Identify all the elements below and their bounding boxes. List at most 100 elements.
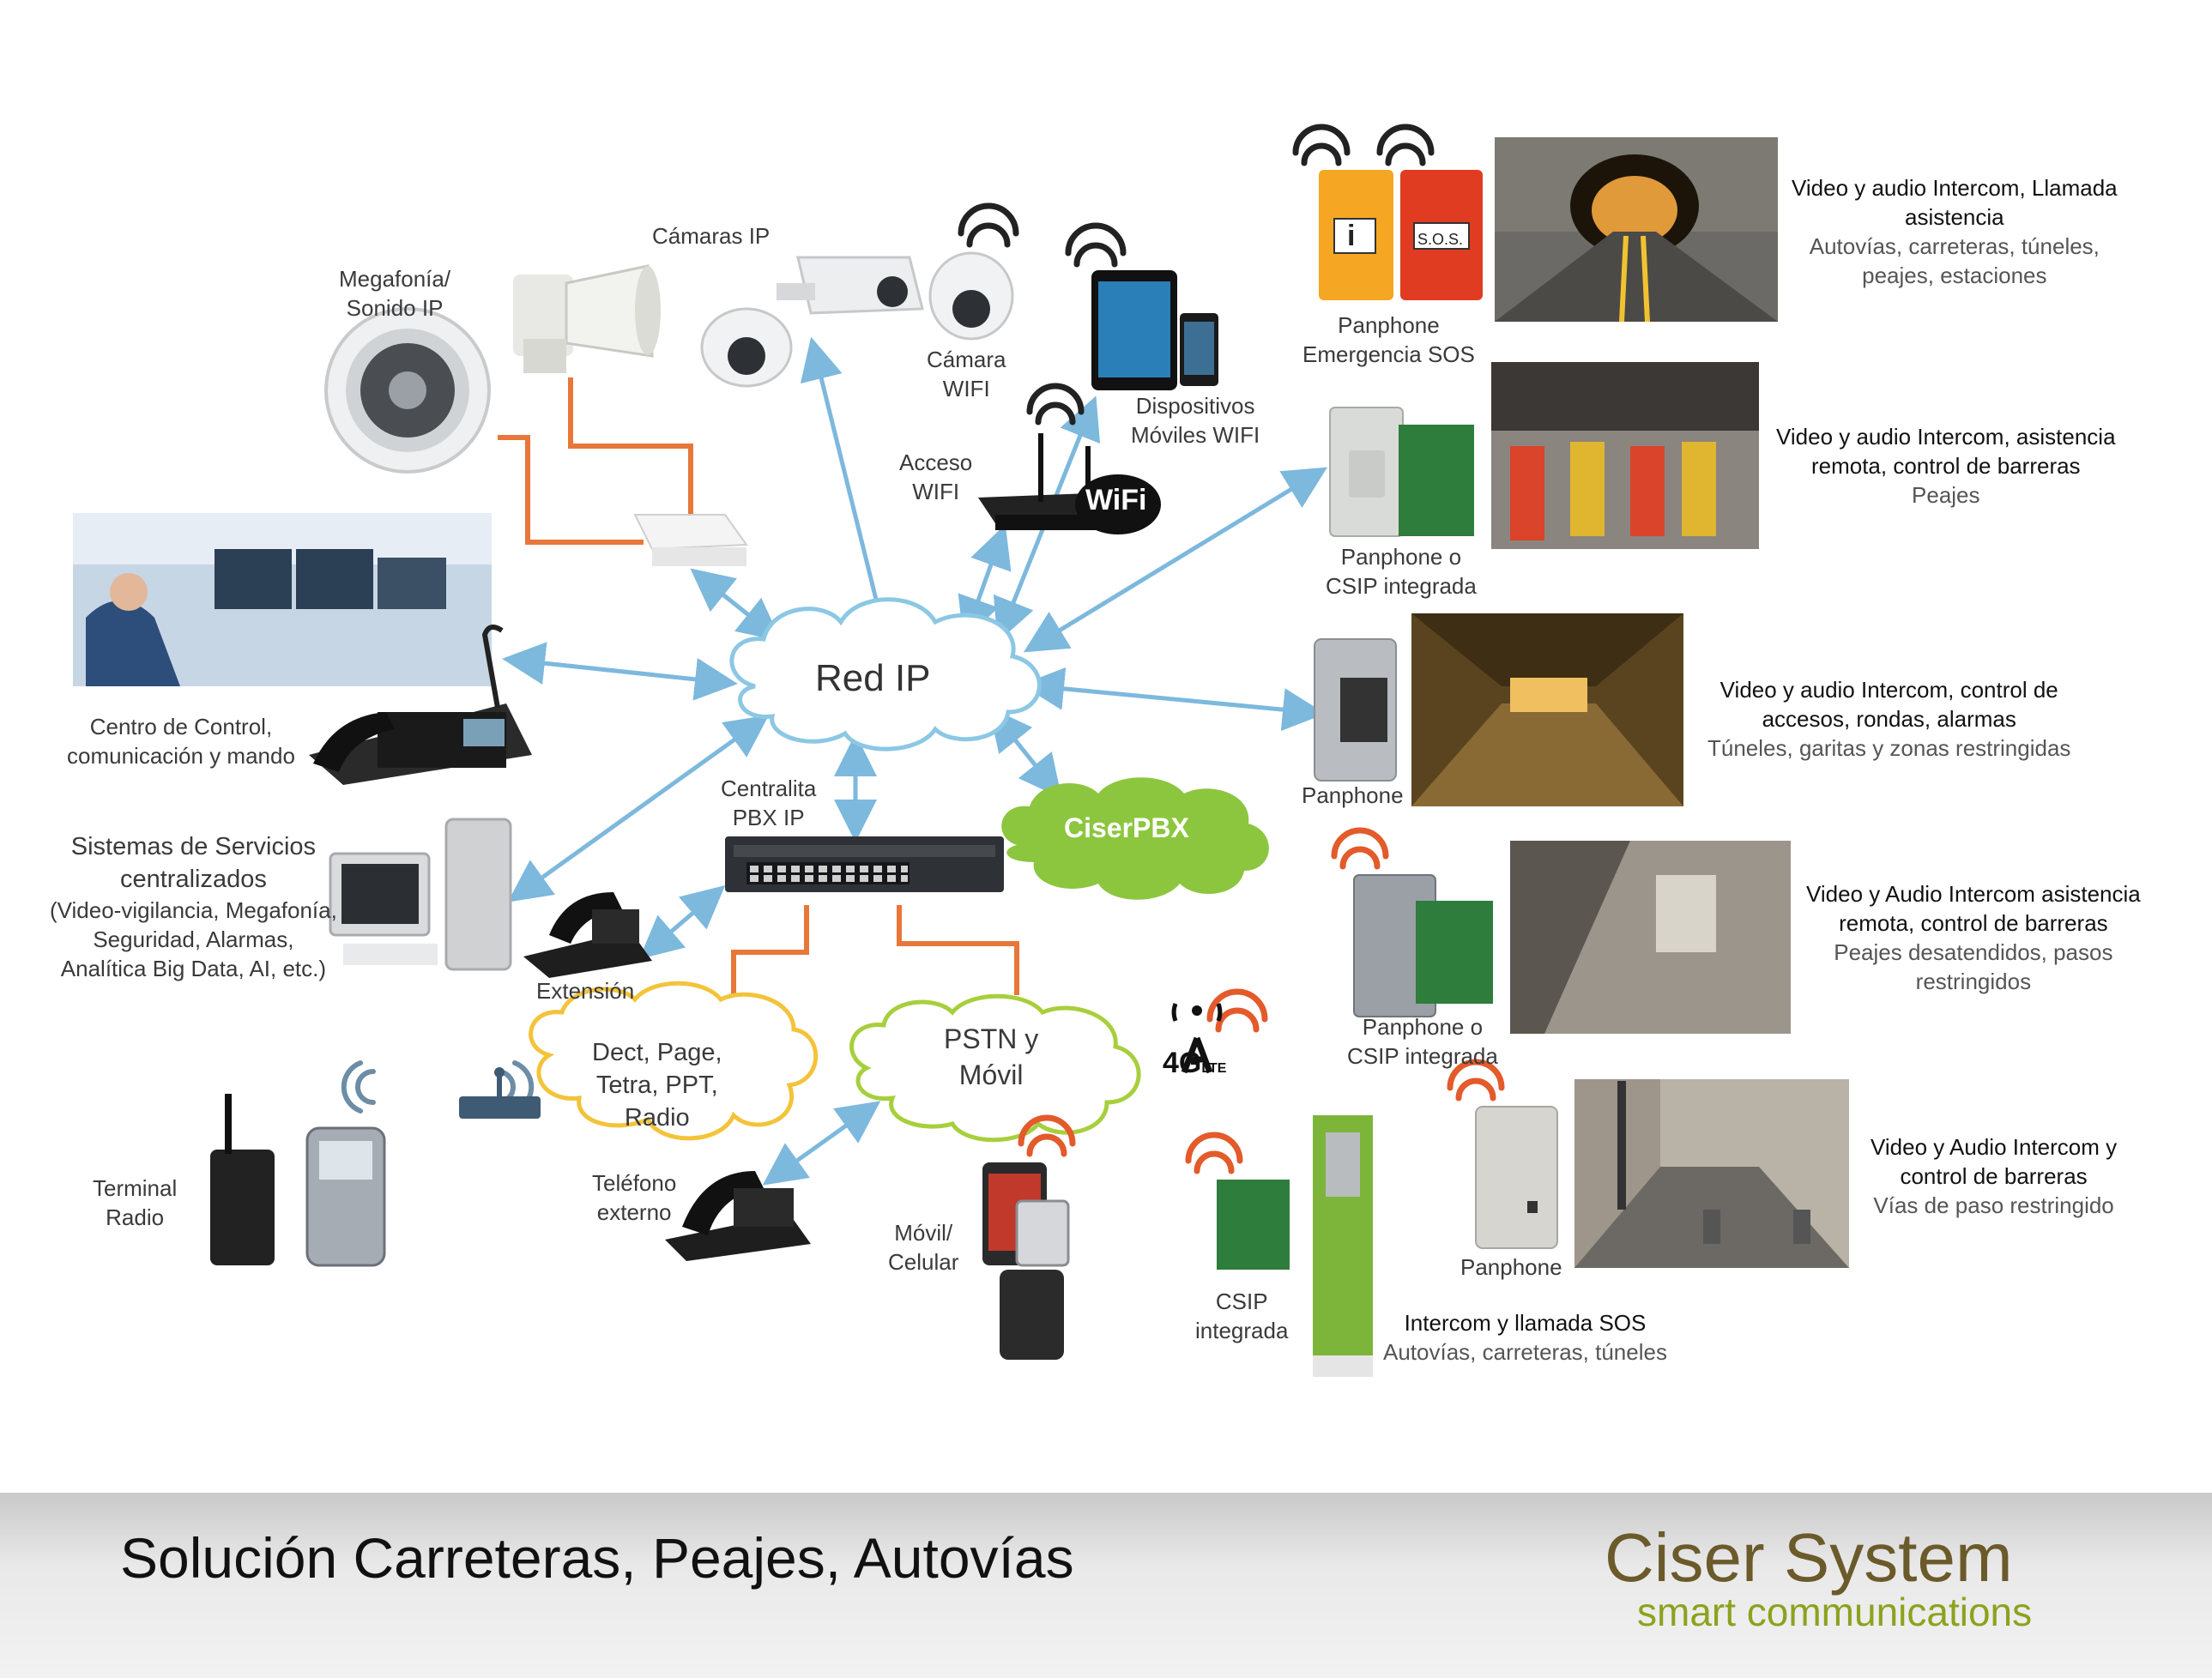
pstn-cloud — [849, 993, 1141, 1143]
brand-name: Ciser System — [1605, 1519, 2013, 1596]
lte-text: 4G — [1163, 1047, 1202, 1079]
panphone-image-3 — [1475, 1106, 1558, 1249]
tunnel-photo-2 — [1411, 613, 1683, 806]
external-phone-image — [665, 1171, 811, 1261]
sistemas-line-3: (Video-vigilancia, Megafonía, — [50, 897, 337, 923]
telefono-externo-line-1: Teléfono — [592, 1170, 677, 1196]
dect-line-1: Dect, Page, — [592, 1039, 722, 1066]
desc-4-title-1: Video y Audio Intercom asistencia — [1806, 881, 2141, 907]
wifi-signal-icons — [341, 124, 1505, 1174]
mobile-phones-image — [982, 1162, 1070, 1360]
dect-line-2: Tetra, PPT, — [595, 1071, 718, 1099]
panphone-label: Panphone — [1302, 782, 1404, 808]
sistemas-label: Sistemas de Servicios centralizados (Vid… — [50, 830, 337, 983]
telefono-externo-label: Teléfono externo — [592, 1168, 676, 1227]
panphone-csip-label-1: Panphone o CSIP integrada — [1326, 542, 1477, 601]
megafonia-line-2: Sonido IP — [346, 295, 444, 321]
panphone-csip1-line-2: CSIP integrada — [1326, 573, 1477, 599]
pstn-line-2: Móvil — [958, 1059, 1024, 1090]
arrow-camaras — [800, 336, 899, 648]
ip-cameras-image — [700, 251, 1014, 388]
acceso-wifi-line-1: Acceso — [899, 450, 973, 475]
camara-wifi-label: Cámara WIFI — [927, 345, 1006, 403]
movil-line-1: Móvil/ — [894, 1220, 953, 1246]
camaras-ip-label: Cámaras IP — [652, 223, 771, 249]
desc-2-title-2: remota, control de barreras — [1810, 453, 2081, 479]
movil-line-2: Celular — [888, 1249, 959, 1275]
panphone-sos-label: Panphone Emergencia SOS — [1302, 311, 1475, 369]
computer-image — [329, 818, 512, 971]
sos-sign-i: i — [1347, 220, 1356, 252]
radio-base-image — [459, 1067, 541, 1119]
centralita-label: Centralita PBX IP — [721, 774, 816, 832]
dispositivos-line-2: Móviles WIFI — [1131, 422, 1260, 448]
terminal-radio-line-1: Terminal — [93, 1175, 178, 1201]
desc-4-title-2: remota, control de barreras — [1839, 910, 2108, 936]
extension-phone-image — [523, 892, 652, 978]
arrow-acceso — [958, 524, 1012, 641]
radio-terminals-image — [210, 1094, 386, 1267]
panphone-label-2: Panphone — [1460, 1254, 1562, 1280]
sos-post-image — [1313, 1115, 1373, 1377]
arrow-externo — [762, 1101, 881, 1186]
tunnel-photo-1 — [1495, 137, 1778, 323]
desc-5-title-2: control de barreras — [1900, 1163, 2088, 1189]
desc-6-sub-1: Autovías, carreteras, túneles — [1383, 1339, 1667, 1365]
desc-6-title-1: Intercom y llamada SOS — [1404, 1310, 1647, 1336]
desc-1-sub-1: Autovías, carreteras, túneles, — [1809, 233, 2100, 259]
wired-links — [498, 377, 1019, 1008]
footer-bar — [0, 1493, 2212, 1678]
speaker-link — [568, 377, 693, 515]
acceso-wifi-line-2: WIFI — [912, 479, 960, 504]
wifi-router-image — [978, 433, 1107, 530]
desc-4: Video y Audio Intercom asistencia remota… — [1806, 879, 2141, 996]
acceso-wifi-label: Acceso WIFI — [899, 448, 972, 506]
lte-tower-icon — [1171, 1003, 1223, 1074]
desk-phone-image — [309, 625, 532, 785]
telefono-externo-line-2: externo — [596, 1199, 672, 1225]
desc-1-title-1: Video y audio Intercom, Llamada — [1792, 175, 2118, 201]
desc-1-sub-2: peajes, estaciones — [1862, 263, 2047, 288]
centro-control-line-2: comunicación y mando — [67, 743, 295, 769]
arrow-panphone-csip — [1023, 467, 1328, 653]
desc-5-title-1: Video y Audio Intercom y — [1871, 1134, 2118, 1160]
sistemas-line-2: centralizados — [119, 866, 267, 893]
desc-5: Video y Audio Intercom y control de barr… — [1871, 1132, 2117, 1220]
red-ip-cloud — [729, 597, 1042, 751]
arrow-sonido — [690, 568, 782, 642]
desc-3: Video y audio Intercom, control de acces… — [1707, 675, 2070, 763]
panphone-sos-line-2: Emergencia SOS — [1302, 341, 1475, 367]
horn-speaker-image — [513, 264, 661, 373]
desc-4-sub-2: restringidos — [1915, 969, 2032, 994]
centro-control-label: Centro de Control, comunicación y mando — [67, 712, 295, 770]
extension-label: Extensión — [536, 978, 635, 1004]
desc-1: Video y audio Intercom, Llamada asistenc… — [1792, 173, 2118, 290]
toll-photo-2 — [1510, 841, 1791, 1034]
footer-title: Solución Carreteras, Peajes, Autovías — [120, 1526, 1074, 1590]
ciserpbx-cloud — [1001, 777, 1269, 900]
street-photo — [1574, 1079, 1849, 1268]
sos-sign-text: S.O.S. — [1417, 231, 1464, 248]
desc-3-title-2: accesos, rondas, alarmas — [1762, 706, 2016, 732]
panphone-csip-image-2 — [1353, 874, 1493, 1017]
desc-2: Video y audio Intercom, asistencia remot… — [1776, 422, 2116, 510]
desc-3-title-1: Video y audio Intercom, control de — [1719, 677, 2058, 703]
panphone-csip-label-2: Panphone o CSIP integrada — [1347, 1012, 1498, 1071]
arrow-panphone — [1021, 667, 1326, 732]
csip-line-1: CSIP — [1215, 1289, 1268, 1314]
desc-3-sub-1: Túneles, garitas y zonas restringidas — [1707, 735, 2071, 761]
camara-wifi-line-1: Cámara — [927, 347, 1006, 372]
ip-links — [502, 336, 1328, 1186]
ciserpbx-label: CiserPBX — [1064, 812, 1189, 843]
csip-board-image — [1217, 1180, 1290, 1270]
arrow-sistemas — [507, 715, 770, 902]
wifi-logo-text: WiFi — [1085, 484, 1147, 516]
desc-2-sub-1: Peajes — [1912, 482, 1980, 508]
panphone-keypad-image — [1314, 638, 1397, 782]
dect-link — [731, 905, 809, 1008]
desc-5-sub-1: Vías de paso restringido — [1873, 1192, 2114, 1218]
lte-label: 4GLTE — [1163, 1048, 1226, 1083]
pstn-link — [897, 905, 1019, 995]
arrow-ciserpbx — [988, 707, 1062, 799]
